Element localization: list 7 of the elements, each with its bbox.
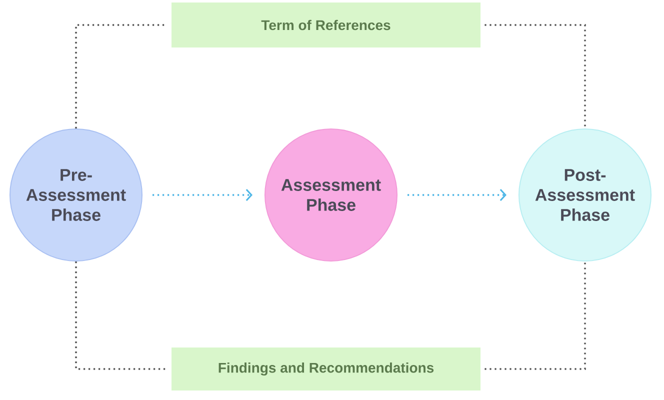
connector-line xyxy=(484,262,586,370)
connector-line xyxy=(484,24,586,128)
label-box: Term of References xyxy=(172,2,480,48)
arrow xyxy=(152,188,252,202)
connector-line xyxy=(75,262,168,370)
arrow xyxy=(408,188,506,202)
label-box: Findings and Recommendations xyxy=(172,348,480,390)
